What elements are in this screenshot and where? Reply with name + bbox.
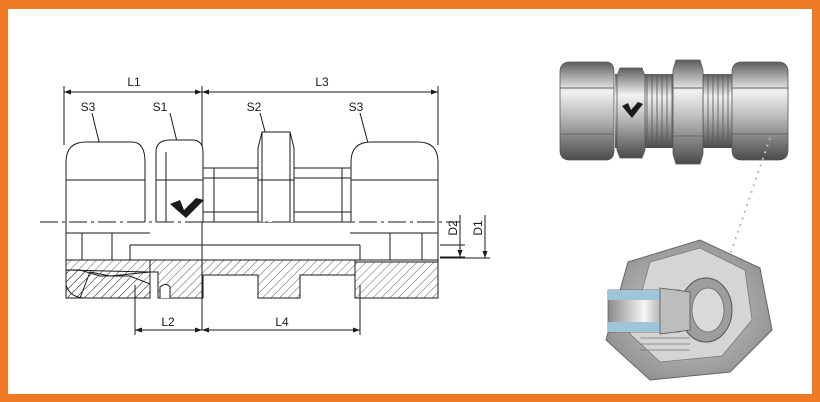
- dimension-d2: [440, 215, 465, 258]
- label-l4: L4: [275, 315, 289, 329]
- label-d1: D1: [471, 220, 485, 236]
- label-s1: S1: [153, 100, 168, 114]
- dimension-l2: [134, 285, 202, 335]
- label-s2: S2: [247, 100, 262, 114]
- label-l1: L1: [127, 75, 141, 89]
- label-d2: D2: [446, 220, 460, 236]
- v-check-logo-icon: [170, 198, 204, 218]
- dimension-d1: [440, 215, 490, 259]
- cutaway-detail-render: [605, 239, 773, 381]
- label-l3: L3: [315, 75, 329, 89]
- label-s3-left: S3: [81, 100, 96, 114]
- fitting-3d-render: [559, 59, 789, 165]
- label-l2: L2: [161, 315, 175, 329]
- label-s3-right: S3: [349, 100, 364, 114]
- dimension-l3: [202, 86, 439, 145]
- section-drawing: [40, 86, 490, 335]
- dimension-l4: [202, 285, 361, 335]
